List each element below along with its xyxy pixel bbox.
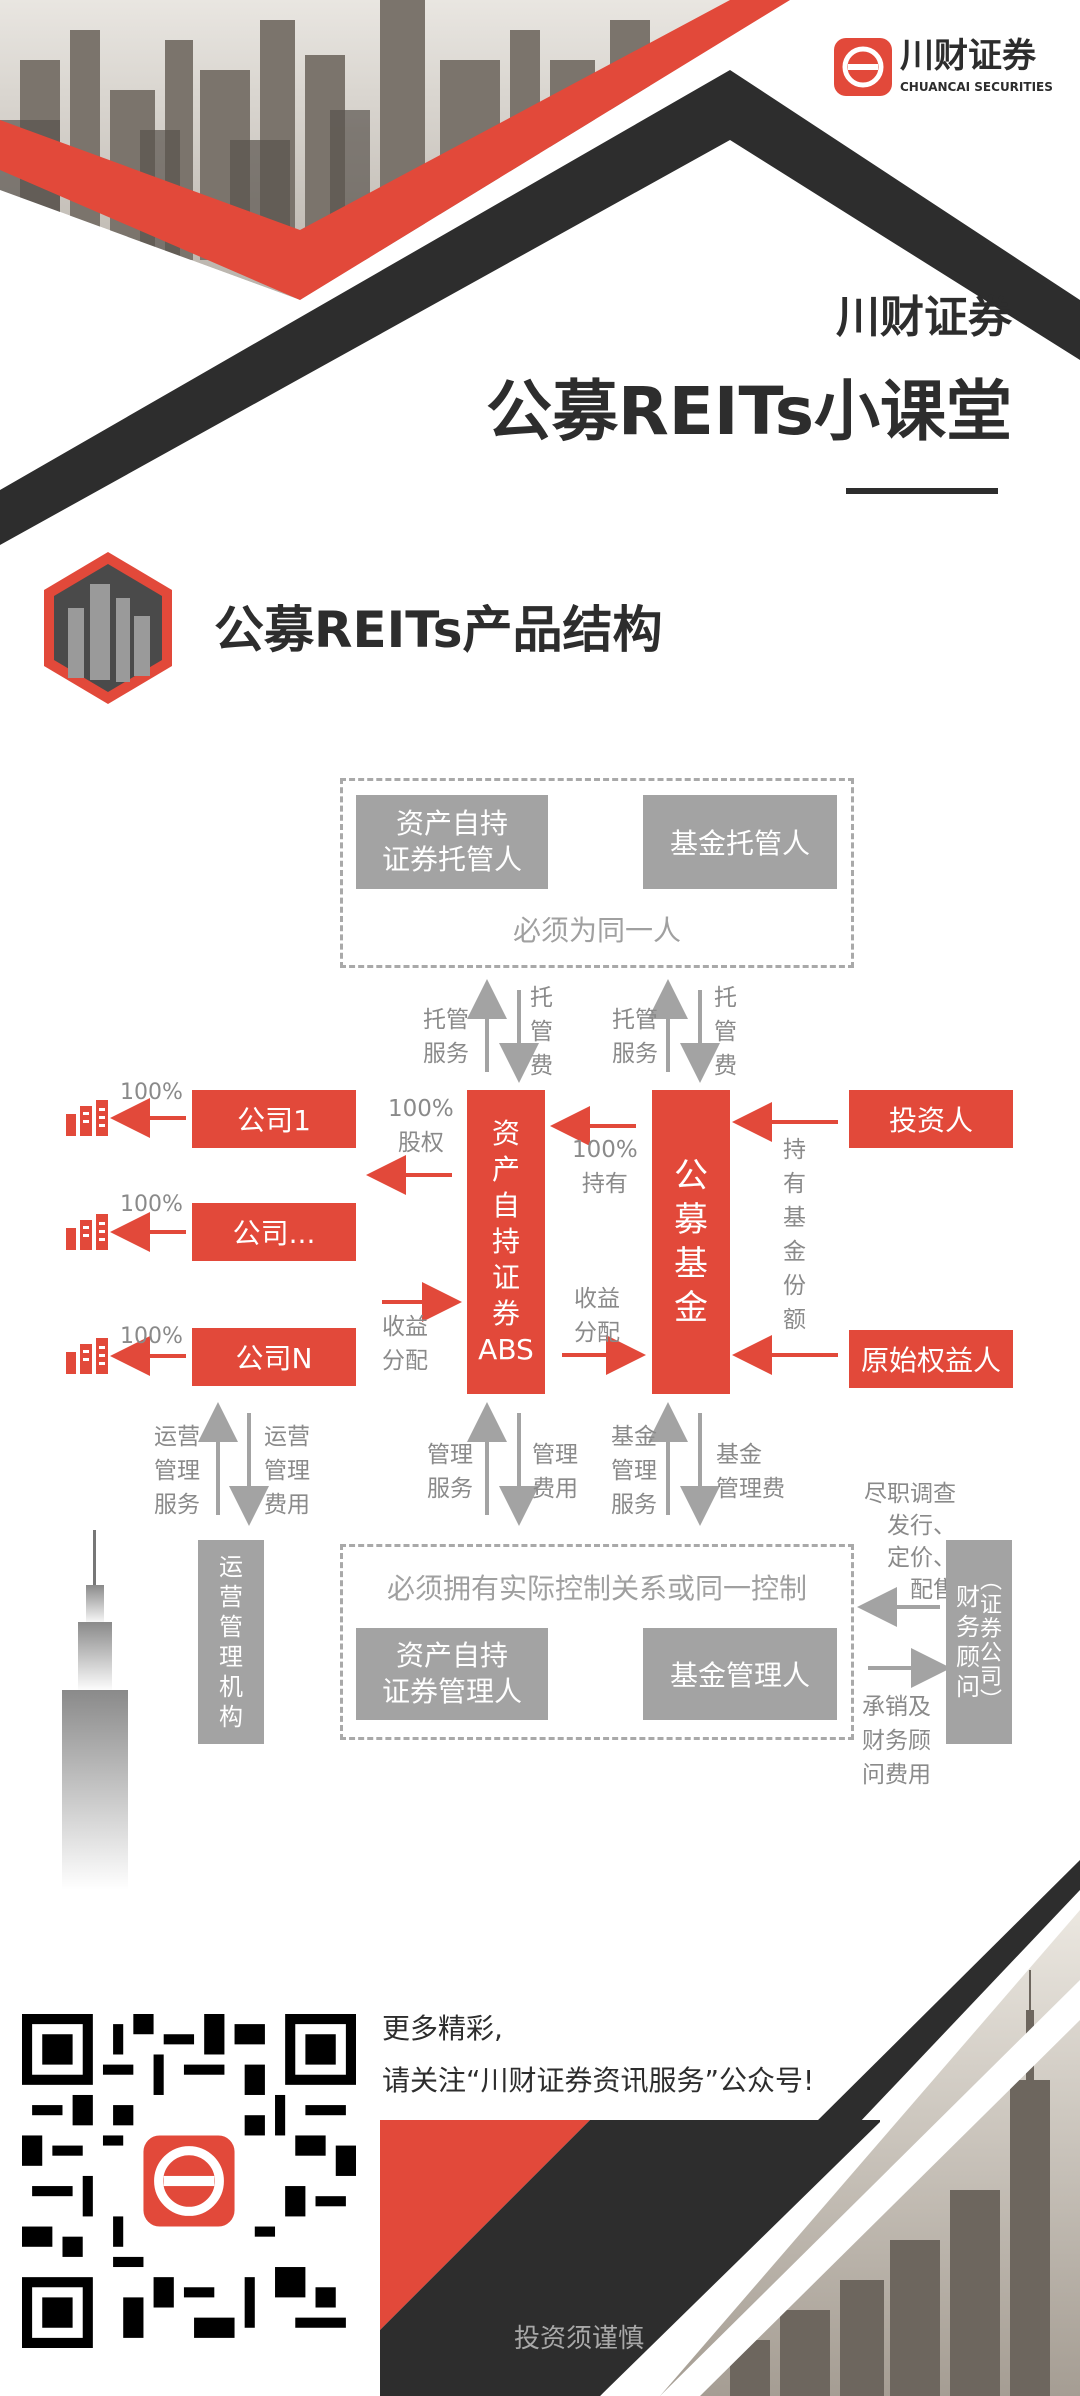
brand-sub: CHUANCAI SECURITIES (900, 80, 1053, 94)
advisor-side-label: ︵ 证 券 公 司 ︶ (979, 1569, 1002, 1714)
footer-line-1: 更多精彩, (382, 2012, 503, 2045)
income-dist-label-1: 收益 分配 (382, 1314, 428, 1374)
title-underline (846, 488, 998, 494)
mgmt-service-label: 管理 服务 (427, 1442, 473, 1502)
pct-label-1: 100% (120, 1080, 183, 1105)
top-banner (0, 0, 1080, 560)
ops-fee-label: 运营 管理 费用 (264, 1424, 310, 1518)
control-note: 必须拥有实际控制关系或同一控制 (386, 1572, 807, 1605)
section-title: 公募REITs产品结构 (214, 601, 663, 659)
brand-mark-icon (834, 38, 892, 96)
original-owner-box: 原始权益人 (849, 1330, 1013, 1388)
public-fund-box: 公 募 基 金 (652, 1090, 730, 1394)
advisor-box: 财 务 顾 问 ︵ 证 券 公 司 ︶ (946, 1540, 1012, 1744)
mgmt-fee-label: 管理 费用 (532, 1442, 578, 1502)
header-kicker: 川财证券 (836, 292, 1012, 343)
asset-manager-box: 资产自持 证券管理人 (356, 1628, 548, 1720)
disclaimer: 投资须谨慎 (514, 2324, 645, 2354)
page-title: 公募REITs小课堂 (485, 373, 1012, 450)
ops-org-box: 运 营 管 理 机 构 (198, 1540, 264, 1744)
income-dist-label-2: 收益 分配 (574, 1286, 620, 1346)
fund-mgmt-service-label: 基金 管理 服务 (611, 1424, 657, 1518)
pct-label-3: 100% (120, 1324, 183, 1349)
due-diligence-note: 尽职调查 发行、 定价、 配售 (864, 1481, 956, 1603)
footer-line-2: 请关注“川财证券资讯服务”公众号! (382, 2064, 815, 2097)
ops-service-label: 运营 管理 服务 (154, 1424, 200, 1518)
company-n-box: 公司N (192, 1328, 356, 1386)
brand-name: 川财证券 (900, 36, 1036, 76)
qr-code (22, 2014, 356, 2348)
fund-manager-box: 基金管理人 (643, 1628, 837, 1720)
custody-fee-label-2: 托 管 费 (714, 985, 737, 1079)
hold-fund-share-label: 持 有 基 金 份 额 (783, 1137, 806, 1333)
building-icon-1 (66, 1100, 108, 1136)
advisor-label: 财 务 顾 问 (955, 1583, 980, 1701)
asset-custodian-box: 资产自持 证券托管人 (356, 795, 548, 889)
fund-mgmt-fee-label: 基金 管理费 (716, 1442, 785, 1502)
diagram-arrows (110, 979, 951, 1688)
equity-pct-label: 100% 股权 (388, 1096, 454, 1156)
building-icon-3 (66, 1338, 108, 1374)
custodian-group (340, 778, 854, 968)
company-dots-box: 公司... (192, 1203, 356, 1261)
hex-city-icon (44, 552, 172, 704)
custody-service-label-1: 托管 服务 (423, 1007, 469, 1067)
hold-pct-label: 100% 持有 (572, 1137, 638, 1197)
same-person-note: 必须为同一人 (512, 914, 681, 947)
custody-service-label-2: 托管 服务 (612, 1007, 658, 1067)
footer-decoration (380, 1860, 1080, 2396)
building-icon-2 (66, 1214, 108, 1250)
brand-logo: 川财证券 CHUANCAI SECURITIES (834, 36, 1056, 100)
control-group (340, 1544, 854, 1740)
underwrite-note: 承销及 财务顾 问费用 (862, 1694, 931, 1788)
tower-illustration-left (62, 1530, 128, 1890)
investor-box: 投资人 (849, 1090, 1013, 1148)
pct-label-2: 100% (120, 1192, 183, 1217)
fund-custodian-box: 基金托管人 (643, 795, 837, 889)
custody-fee-label-1: 托 管 费 (530, 985, 553, 1079)
abs-box: 资 产 自 持 证 券 ABS (467, 1090, 545, 1394)
company-1-box: 公司1 (192, 1090, 356, 1148)
